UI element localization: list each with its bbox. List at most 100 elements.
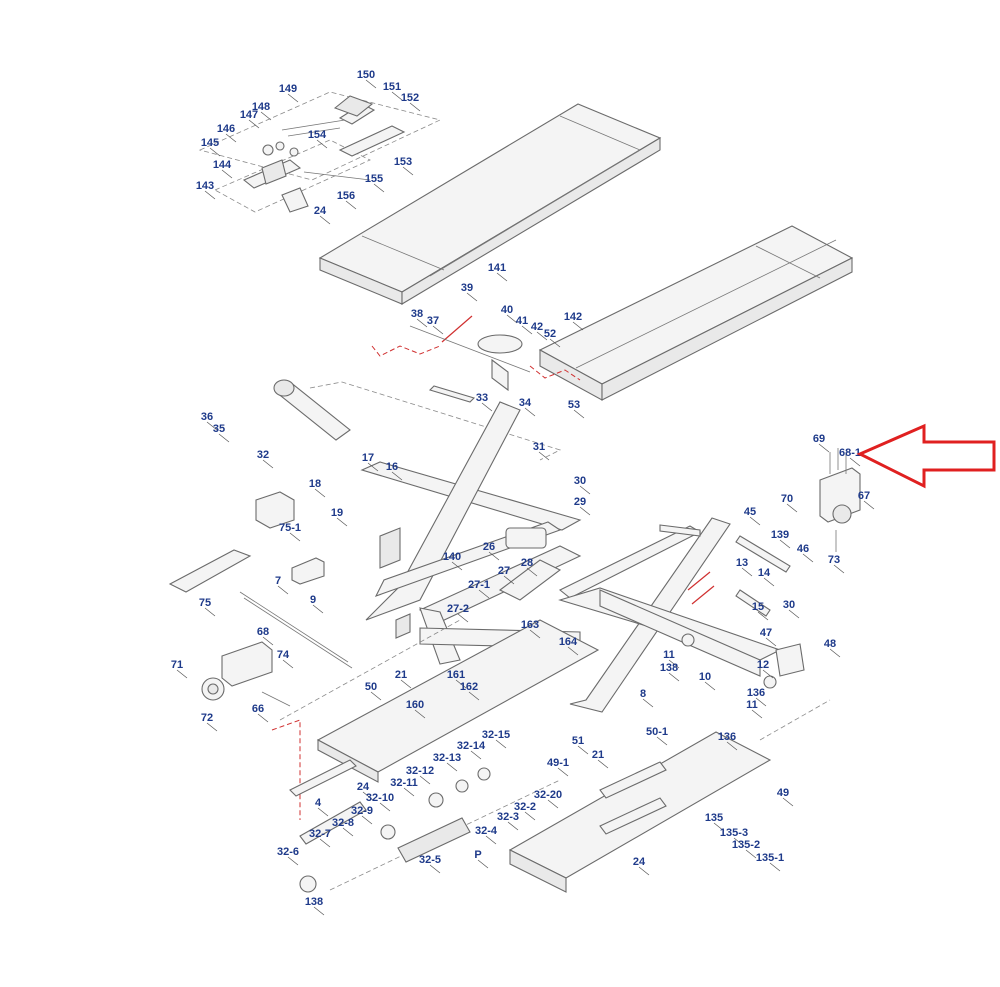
part-label-13: 13 (736, 557, 748, 569)
leader-line (319, 215, 331, 225)
leader-line (668, 672, 680, 682)
leader-line (287, 856, 299, 866)
leader-line (567, 646, 579, 656)
part-label-28: 28 (521, 557, 533, 569)
leader-line (733, 837, 745, 847)
leader-line (485, 835, 497, 845)
leader-line (345, 200, 357, 210)
leader-line (506, 314, 518, 324)
part-label-32-8: 32-8 (332, 817, 354, 829)
part-label-29: 29 (574, 496, 586, 508)
leader-line (713, 822, 725, 832)
part-label-32-20: 32-20 (534, 789, 562, 801)
part-label-32-13: 32-13 (433, 752, 461, 764)
part-label-32-10: 32-10 (366, 792, 394, 804)
leader-line (763, 577, 775, 587)
part-label-53: 53 (568, 399, 580, 411)
part-label-51: 51 (572, 735, 584, 747)
part-label-38: 38 (411, 308, 423, 320)
leader-line (656, 736, 668, 746)
part-label-149: 149 (279, 83, 297, 95)
part-label-19: 19 (331, 507, 343, 519)
part-label-32-14: 32-14 (457, 740, 486, 752)
leader-line (312, 604, 324, 614)
part-label-32-2: 32-2 (514, 801, 536, 813)
leader-line (488, 551, 500, 561)
leader-line (432, 325, 444, 335)
leader-line (429, 864, 441, 874)
part-label-141: 141 (488, 262, 506, 274)
leader-line (495, 739, 507, 749)
part-label-40: 40 (501, 304, 513, 316)
leader-line (788, 609, 800, 619)
leader-line (524, 811, 536, 821)
part-label-24: 24 (633, 856, 646, 868)
leader-line (536, 331, 548, 341)
part-label-66: 66 (252, 703, 264, 715)
leader-line (496, 272, 508, 282)
leader-line (477, 859, 489, 869)
part-label-67: 67 (858, 490, 870, 502)
part-label-42: 42 (531, 321, 543, 333)
leader-line (400, 679, 412, 689)
leader-line (204, 607, 216, 617)
part-label-8: 8 (640, 688, 646, 700)
leader-line (466, 292, 478, 302)
leader-line (503, 575, 515, 585)
part-label-37: 37 (427, 315, 439, 327)
part-label-11: 11 (746, 699, 758, 711)
part-label-145: 145 (201, 137, 219, 149)
base-frame (271, 619, 831, 893)
part-label-39: 39 (461, 282, 473, 294)
leader-line (538, 451, 550, 461)
leader-line (751, 709, 763, 719)
part-label-27: 27 (498, 565, 510, 577)
part-label-24: 24 (314, 205, 327, 217)
part-label-135-1: 135-1 (756, 852, 784, 864)
part-label-48: 48 (824, 638, 836, 650)
leader-line (289, 532, 301, 542)
leader-line (557, 767, 569, 777)
part-label-155: 155 (365, 173, 383, 185)
leader-line (416, 318, 428, 328)
leader-line (248, 119, 260, 129)
leader-line (361, 815, 373, 825)
leader-line (260, 111, 272, 121)
part-label-138: 138 (305, 896, 323, 908)
part-label-32-12: 32-12 (406, 765, 434, 777)
leader-line (779, 539, 791, 549)
leader-line (524, 407, 536, 417)
leader-line (642, 698, 654, 708)
part-label-143: 143 (196, 180, 214, 192)
part-label-156: 156 (337, 190, 355, 202)
part-label-15: 15 (752, 601, 764, 613)
leader-line (478, 589, 490, 599)
leader-line (765, 637, 777, 647)
part-label-4: 4 (315, 797, 322, 809)
part-label-12: 12 (757, 659, 769, 671)
bracket-assembly (819, 448, 861, 552)
part-label-144: 144 (213, 159, 232, 171)
part-label-9: 9 (310, 594, 316, 606)
part-label-148: 148 (252, 101, 270, 113)
leader-line (470, 750, 482, 760)
part-label-21: 21 (395, 669, 407, 681)
part-label-68: 68 (257, 626, 269, 638)
leader-line (206, 722, 218, 732)
part-label-32-11: 32-11 (390, 777, 418, 789)
part-label-52: 52 (544, 328, 556, 340)
part-label-150: 150 (357, 69, 375, 81)
leader-line (757, 611, 769, 621)
part-label-139: 139 (771, 529, 789, 541)
leader-line (365, 79, 377, 89)
leader-line (282, 659, 294, 669)
leader-line (573, 409, 585, 419)
part-label-7: 7 (275, 575, 281, 587)
leader-line (455, 679, 467, 689)
part-label-135-3: 135-3 (720, 827, 748, 839)
leader-line (204, 190, 216, 200)
leader-line (782, 797, 794, 807)
part-label-49: 49 (777, 787, 789, 799)
